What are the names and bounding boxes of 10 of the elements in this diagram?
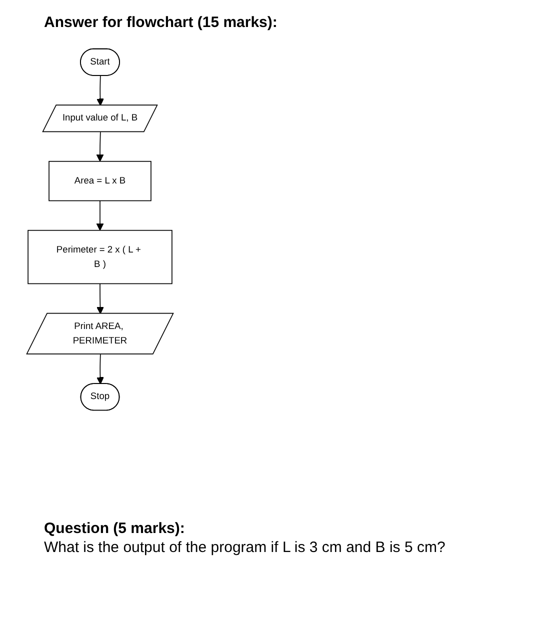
- question-text: What is the output of the program if L is 3 cm and B is 5 cm?: [44, 539, 446, 556]
- arrow: [96, 354, 104, 384]
- question-heading: Question (5 marks):: [44, 520, 186, 537]
- arrow: [96, 75, 104, 106]
- node-box: Perimeter = 2 x ( L + B ): [28, 230, 172, 284]
- title: Answer for flowchart (15 marks):: [44, 14, 278, 31]
- node-box: Area = L x B: [48, 160, 152, 202]
- arrow: [96, 200, 104, 231]
- arrow: [96, 132, 104, 162]
- arrow: [96, 283, 104, 314]
